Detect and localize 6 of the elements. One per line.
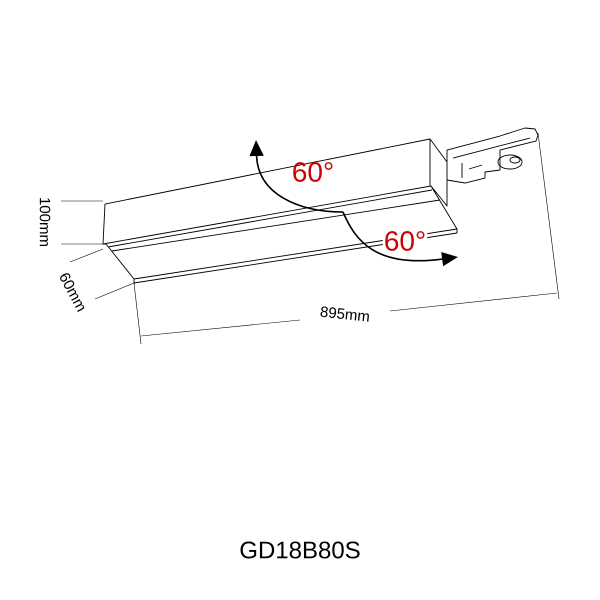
model-caption: GD18B80S — [240, 542, 360, 558]
dimension-label: 100mm — [40, 198, 50, 246]
angle-label: 60° — [382, 230, 428, 252]
dimension-label: 60mm — [60, 273, 84, 312]
dimension-label: 895mm — [320, 306, 369, 322]
angle-label: 60° — [293, 162, 332, 182]
